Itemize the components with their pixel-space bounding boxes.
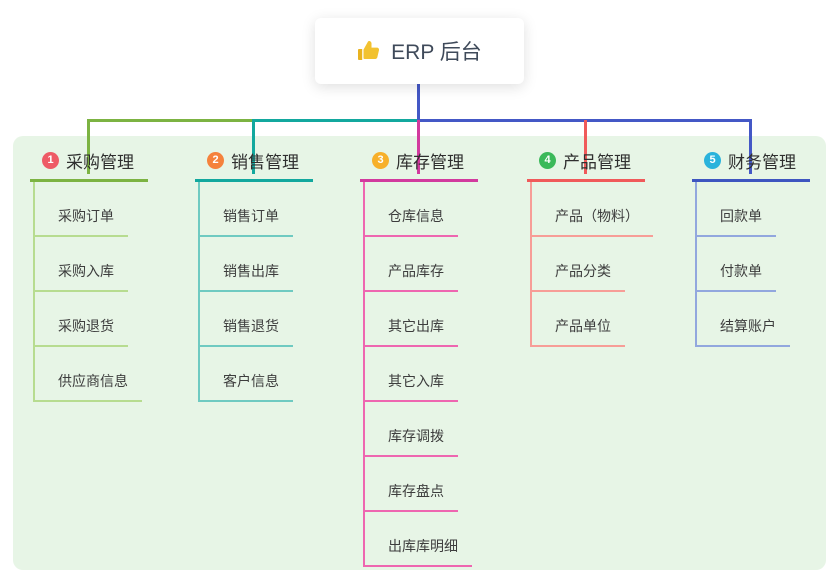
mindmap-node[interactable]: 销售出库 <box>200 237 313 292</box>
node-label: 其它出库 <box>365 316 458 347</box>
branch-product: 4 产品管理 产品（物料） 产品分类 产品单位 <box>527 144 653 347</box>
branch-inventory: 3 库存管理 仓库信息 产品库存 其它出库 其它入库 库存调拨 库存盘点 出库库… <box>360 144 478 567</box>
node-label: 供应商信息 <box>35 371 142 402</box>
branch-node-sales[interactable]: 2 销售管理 <box>195 144 313 182</box>
node-label: 回款单 <box>697 206 776 237</box>
node-label: 销售订单 <box>200 206 293 237</box>
node-label: 产品单位 <box>532 316 625 347</box>
thumbs-up-icon <box>357 39 381 63</box>
node-label: 产品分类 <box>532 261 625 292</box>
branch-label: 销售管理 <box>231 153 299 172</box>
node-label: 产品（物料） <box>532 206 653 237</box>
mindmap-node[interactable]: 产品分类 <box>532 237 653 292</box>
drop-connector-inventory <box>417 120 420 174</box>
node-label: 库存调拨 <box>365 426 458 457</box>
branch-finance: 5 财务管理 回款单 付款单 结算账户 <box>692 144 810 347</box>
mindmap-node[interactable]: 产品库存 <box>365 237 478 292</box>
badge-3: 3 <box>372 152 389 169</box>
branch-sales: 2 销售管理 销售订单 销售出库 销售退货 客户信息 <box>195 144 313 402</box>
mindmap-node[interactable]: 产品单位 <box>532 292 653 347</box>
mindmap-node[interactable]: 供应商信息 <box>35 347 148 402</box>
badge-5: 5 <box>704 152 721 169</box>
node-label: 产品库存 <box>365 261 458 292</box>
branch-children-finance: 回款单 付款单 结算账户 <box>695 182 810 347</box>
mindmap-node[interactable]: 仓库信息 <box>365 182 478 237</box>
mindmap-node[interactable]: 客户信息 <box>200 347 313 402</box>
mindmap-node[interactable]: 其它出库 <box>365 292 478 347</box>
mindmap-node[interactable]: 销售订单 <box>200 182 313 237</box>
drop-connector-purchase <box>87 120 90 174</box>
mindmap-node[interactable]: 出库库明细 <box>365 512 478 567</box>
root-trunk-connector <box>417 84 420 121</box>
mindmap-node[interactable]: 付款单 <box>697 237 810 292</box>
badge-1: 1 <box>42 152 59 169</box>
mindmap-node[interactable]: 结算账户 <box>697 292 810 347</box>
branch-label: 采购管理 <box>66 153 134 172</box>
node-label: 销售出库 <box>200 261 293 292</box>
branch-node-inventory[interactable]: 3 库存管理 <box>360 144 478 182</box>
branch-children-sales: 销售订单 销售出库 销售退货 客户信息 <box>198 182 313 402</box>
node-label: 销售退货 <box>200 316 293 347</box>
node-label: 客户信息 <box>200 371 293 402</box>
drop-connector-product <box>584 120 587 174</box>
node-label: 出库库明细 <box>365 536 472 567</box>
mindmap-node[interactable]: 采购订单 <box>35 182 148 237</box>
drop-connector-finance <box>749 120 752 174</box>
mindmap-node[interactable]: 产品（物料） <box>532 182 653 237</box>
mindmap-background-panel <box>13 136 826 570</box>
badge-4: 4 <box>539 152 556 169</box>
node-label: 结算账户 <box>697 316 790 347</box>
branch-label: 财务管理 <box>728 153 796 172</box>
bus-segment-purchase <box>87 119 254 122</box>
node-label: 采购退货 <box>35 316 128 347</box>
node-label: 库存盘点 <box>365 481 458 512</box>
branch-node-product[interactable]: 4 产品管理 <box>527 144 645 182</box>
node-label: 付款单 <box>697 261 776 292</box>
root-node[interactable]: ERP 后台 <box>315 18 524 84</box>
badge-2: 2 <box>207 152 224 169</box>
node-label: 其它入库 <box>365 371 458 402</box>
branch-children-purchase: 采购订单 采购入库 采购退货 供应商信息 <box>33 182 148 402</box>
branch-children-inventory: 仓库信息 产品库存 其它出库 其它入库 库存调拨 库存盘点 出库库明细 <box>363 182 478 567</box>
mindmap-node[interactable]: 回款单 <box>697 182 810 237</box>
root-node-label: ERP 后台 <box>391 41 482 64</box>
mindmap-node[interactable]: 采购入库 <box>35 237 148 292</box>
mindmap-node[interactable]: 库存盘点 <box>365 457 478 512</box>
branch-node-purchase[interactable]: 1 采购管理 <box>30 144 148 182</box>
mindmap-node[interactable]: 销售退货 <box>200 292 313 347</box>
branch-children-product: 产品（物料） 产品分类 产品单位 <box>530 182 653 347</box>
branch-purchase: 1 采购管理 采购订单 采购入库 采购退货 供应商信息 <box>30 144 148 402</box>
node-label: 仓库信息 <box>365 206 458 237</box>
bus-segment-sales <box>252 119 418 122</box>
node-label: 采购订单 <box>35 206 128 237</box>
drop-connector-sales <box>252 120 255 174</box>
branch-label: 库存管理 <box>396 153 464 172</box>
mindmap-node[interactable]: 采购退货 <box>35 292 148 347</box>
mindmap-node[interactable]: 库存调拨 <box>365 402 478 457</box>
branch-label: 产品管理 <box>563 153 631 172</box>
branch-node-finance[interactable]: 5 财务管理 <box>692 144 810 182</box>
node-label: 采购入库 <box>35 261 128 292</box>
mindmap-node[interactable]: 其它入库 <box>365 347 478 402</box>
